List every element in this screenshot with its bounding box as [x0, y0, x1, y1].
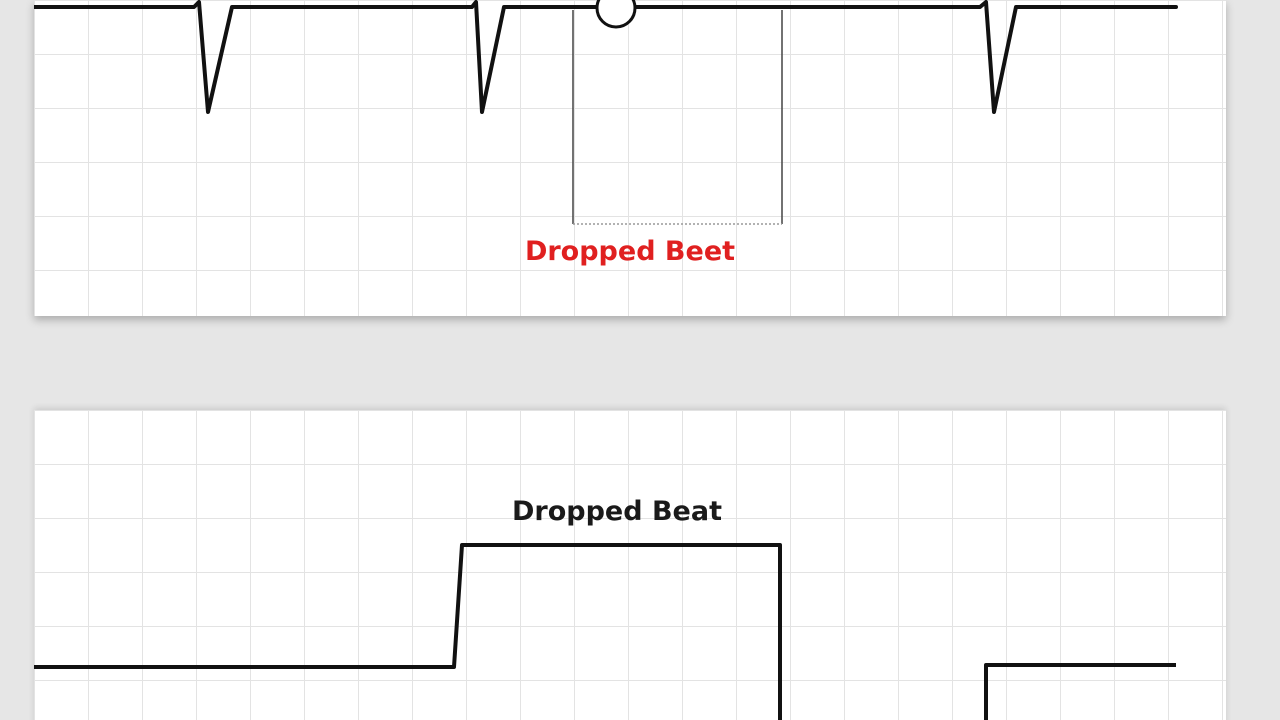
bottom-dropped-beat-label: Dropped Beat — [512, 496, 722, 527]
top-trace-svg — [34, 0, 1178, 225]
dropped-beat-marker — [595, 0, 637, 29]
bottom-square-panel — [34, 410, 1226, 720]
top-dropped-beat-label: Dropped Beet — [524, 236, 736, 267]
bottom-square-trace-tail — [984, 663, 1176, 720]
bottom-square-trace — [34, 543, 782, 720]
top-ecg-panel — [34, 0, 1226, 316]
top-ecg-trace — [34, 0, 1178, 114]
bottom-trace-svg — [34, 543, 1176, 720]
